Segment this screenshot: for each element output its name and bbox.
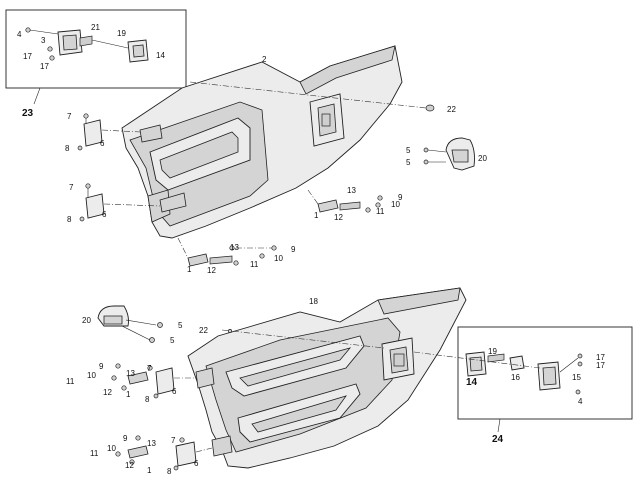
callout-label: 6 <box>194 459 199 468</box>
callout-label: 7 <box>67 112 72 121</box>
lower-striker-upper <box>111 363 196 399</box>
detail-box-23 <box>5 9 187 89</box>
callout-label: 9 <box>99 362 104 371</box>
callout-label: 24 <box>492 434 504 445</box>
lower-striker-lower <box>115 435 213 471</box>
callout-label: 13 <box>347 186 356 195</box>
callout-label: 10 <box>391 200 400 209</box>
callout-label: 6 <box>172 387 177 396</box>
callout-label: 2 <box>262 55 267 64</box>
upper-striker-right <box>307 189 383 213</box>
callout-label: 8 <box>65 144 70 153</box>
callout-label: 8 <box>67 215 72 224</box>
callout-label: 9 <box>291 245 296 254</box>
callout-label: 6 <box>100 139 105 148</box>
callout-label: 9 <box>398 193 403 202</box>
callout-label: 12 <box>103 388 112 397</box>
callout-label: 5 <box>170 336 175 345</box>
callout-label: 22 <box>199 326 208 335</box>
callout-label: 17 <box>596 361 605 370</box>
callout-label: 7 <box>171 436 176 445</box>
callout-label: 10 <box>274 254 283 263</box>
latch-assembly-bottom-detail <box>413 351 583 395</box>
callout-label: 8 <box>145 395 150 404</box>
callout-label: 6 <box>102 210 107 219</box>
callout-label: 1 <box>187 265 192 274</box>
lower-door-panel <box>187 287 467 469</box>
callout-label: 12 <box>125 461 134 470</box>
callout-label: 3 <box>41 36 46 45</box>
callout-label: 7 <box>147 364 152 373</box>
upper-handle-20 <box>423 137 475 171</box>
upper-striker-bottom <box>177 237 277 267</box>
callout-label: 17 <box>40 62 49 71</box>
callout-label: 10 <box>107 444 116 453</box>
callout-label: 11 <box>376 207 385 216</box>
callout-label: 4 <box>17 30 22 39</box>
callout-label: 17 <box>23 52 32 61</box>
callout-label: 11 <box>66 377 75 386</box>
callout-label: 11 <box>90 449 99 458</box>
callout-label: 13 <box>147 439 156 448</box>
callout-label: 20 <box>478 154 487 163</box>
callout-label: 13 <box>126 369 135 378</box>
upper-bumper-22 <box>189 81 435 112</box>
callout-label: 14 <box>466 377 478 388</box>
callout-label: 1 <box>314 211 319 220</box>
callout-label: 21 <box>91 23 100 32</box>
callout-label: 5 <box>406 158 411 167</box>
callout-label: 7 <box>69 183 74 192</box>
upper-hinge-upper <box>77 113 141 151</box>
upper-door-panel <box>121 45 403 239</box>
callout-label: 19 <box>488 347 497 356</box>
callout-label: 22 <box>447 105 456 114</box>
callout-label: 15 <box>572 373 581 382</box>
callout-label: 5 <box>406 146 411 155</box>
callout-label: 11 <box>250 260 259 269</box>
callout-label: 17 <box>596 353 605 362</box>
leader-23 <box>33 87 41 105</box>
callout-labels: 4 21 3 19 17 14 17 2 23 22 7 6 8 5 5 20 … <box>17 23 605 476</box>
latch-assembly-top-detail <box>25 27 149 63</box>
callout-label: 20 <box>82 316 91 325</box>
callout-label: 12 <box>207 266 216 275</box>
callout-label: 16 <box>511 373 520 382</box>
callout-label: 1 <box>126 390 131 399</box>
callout-label: 1 <box>147 466 152 475</box>
lower-bumper-22 <box>221 329 385 349</box>
lower-handle-20 <box>97 305 163 343</box>
callout-label: 8 <box>167 467 172 476</box>
callout-label: 5 <box>178 321 183 330</box>
detail-box-24 <box>457 326 633 420</box>
callout-label: 13 <box>230 243 239 252</box>
callout-label: 19 <box>117 29 126 38</box>
callout-label: 9 <box>123 434 128 443</box>
callout-label: 23 <box>22 108 34 119</box>
callout-label: 18 <box>309 297 318 306</box>
callout-label: 12 <box>334 213 343 222</box>
leader-24 <box>497 418 501 433</box>
callout-label: 10 <box>87 371 96 380</box>
upper-hinge-lower <box>79 183 161 222</box>
callout-label: 4 <box>578 397 583 406</box>
callout-label: 14 <box>156 51 165 60</box>
